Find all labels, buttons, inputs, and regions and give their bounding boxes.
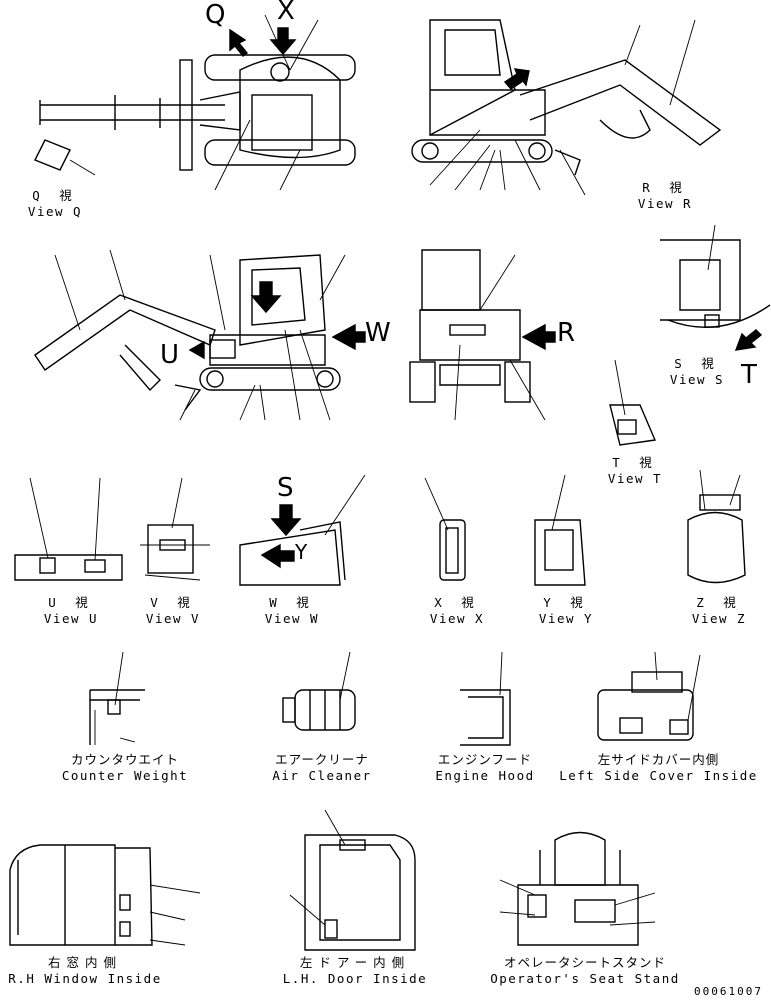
callout-r: R [557, 318, 576, 348]
air-cleaner-drawing [282, 651, 356, 731]
view-r-drawing [411, 19, 722, 196]
view-y-drawing [534, 474, 586, 586]
left-side-cover-drawing [597, 651, 701, 741]
counter-weight-drawing [89, 651, 145, 745]
view-w-drawing [239, 474, 366, 586]
view-s-drawing [660, 224, 771, 351]
view-t-drawing [609, 359, 657, 446]
callout-u: U [160, 340, 180, 370]
document-number: 00061007 [694, 985, 763, 998]
view-u-drawing [14, 477, 123, 581]
side-view-drawing [34, 249, 366, 421]
callout-t: T [741, 360, 757, 390]
callout-w: W [365, 318, 391, 348]
callout-x: X [277, 0, 295, 26]
callout-y: Y [295, 540, 308, 564]
engine-hood-drawing [460, 651, 511, 746]
callout-q: Q [205, 0, 226, 30]
view-z-drawing [687, 469, 746, 584]
view-q-drawing [34, 14, 356, 191]
rh-window-drawing [9, 844, 201, 946]
callout-s: S [277, 473, 294, 503]
view-v-drawing [140, 477, 210, 581]
view-x-drawing [424, 477, 466, 581]
rear-view-drawing [409, 249, 556, 421]
seat-stand-drawing [499, 831, 656, 946]
lh-door-drawing [289, 809, 416, 951]
